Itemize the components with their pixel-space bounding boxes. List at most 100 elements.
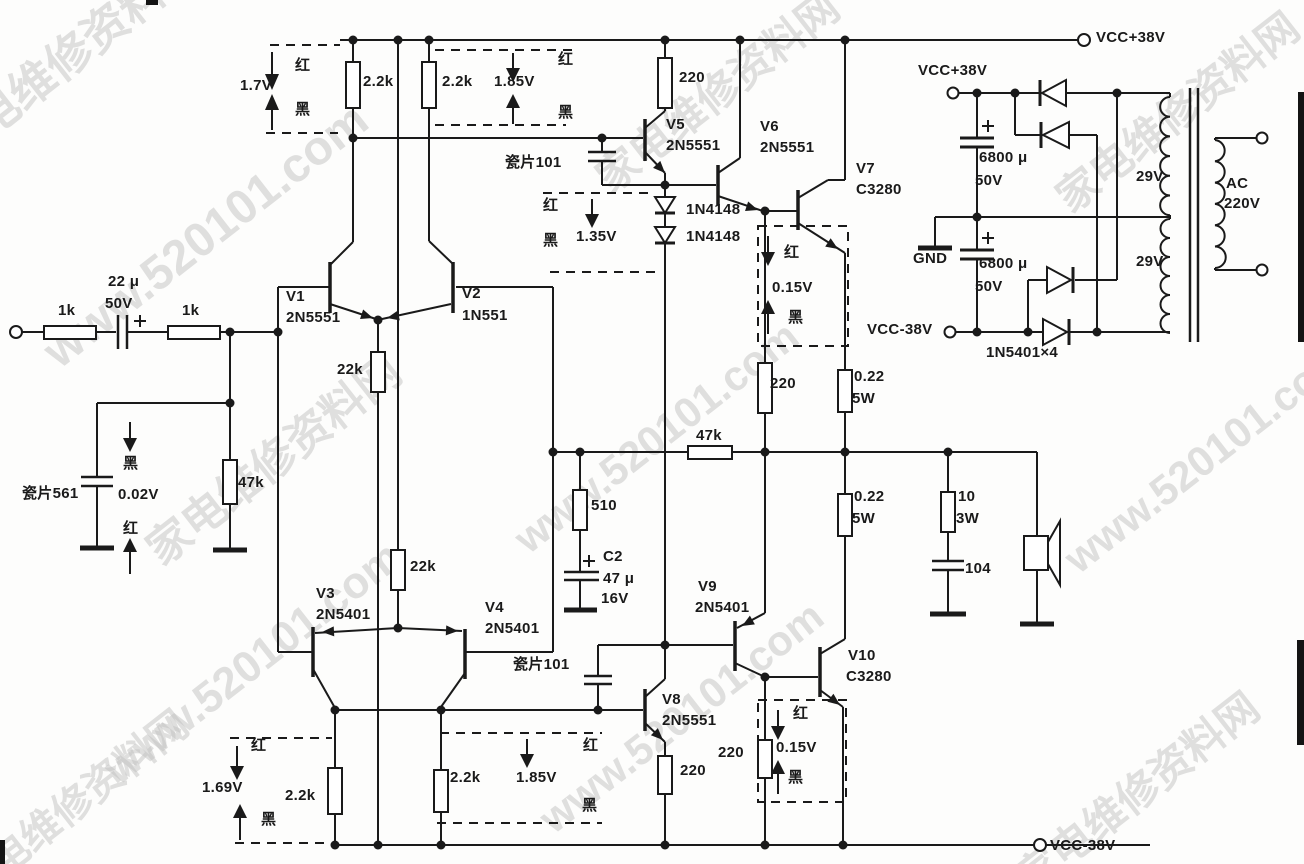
- input-network: [9, 315, 278, 553]
- r15-value: 220: [680, 762, 706, 779]
- meas2-black: 黑: [558, 104, 574, 121]
- diode2-part: 1N4148: [686, 228, 741, 245]
- measure-arrow-1p85v-bottom: [520, 739, 534, 768]
- v3-part: 2N5401: [316, 606, 371, 623]
- cap-input-volt: 50V: [105, 295, 133, 312]
- meas2-red: 红: [558, 51, 574, 68]
- speaker: [1020, 452, 1061, 627]
- vcc-pos-label-psu: VCC+38V: [918, 62, 988, 79]
- v6-ref: V6: [760, 118, 779, 135]
- meas6-black: 黑: [788, 769, 804, 786]
- transistor-v4: [397, 625, 553, 708]
- r12-watt: 5W: [852, 510, 876, 527]
- r13-value: 10: [958, 488, 976, 505]
- bias-diode-chain: [653, 185, 677, 645]
- r17-value: 2.2k: [285, 787, 316, 804]
- v2-ref: V2: [462, 285, 481, 302]
- measure-box-1p7v: [266, 44, 340, 134]
- transistor-v10: [818, 452, 853, 845]
- transistor-v6: [716, 40, 764, 212]
- xfmr-primary-ac: AC: [1226, 175, 1249, 192]
- r14-value: 22k: [410, 558, 436, 575]
- r5-value: 1k: [182, 302, 200, 319]
- junction-dots: [225, 35, 1122, 850]
- meas4-black: 黑: [788, 309, 804, 326]
- v1-ref: V1: [286, 288, 305, 305]
- xfmr-sec1-volt: 29V: [1136, 168, 1164, 185]
- meas8-red: 红: [583, 737, 599, 754]
- scan-artifact-bottom-left: [0, 840, 5, 864]
- rectifier-diode-1: [1038, 78, 1067, 108]
- r8-value: 0.22: [854, 368, 885, 385]
- v10-ref: V10: [848, 647, 876, 664]
- meas7-red: 红: [251, 737, 267, 754]
- cap-6800a-value: 6800 μ: [979, 149, 1028, 166]
- meas1-value: 1.7V: [240, 77, 273, 94]
- v5-part: 2N5551: [666, 137, 721, 154]
- meas4-value: 0.15V: [772, 279, 813, 296]
- rectifier-diode-2: [1014, 93, 1098, 332]
- diode1-part: 1N4148: [686, 201, 741, 218]
- meas5-value: 0.02V: [118, 486, 159, 503]
- bridge-diodes-part: 1N5401×4: [986, 344, 1059, 361]
- vcc-neg-label-psu: VCC-38V: [867, 321, 933, 338]
- measure-arrows-0p15v-bottom: [771, 710, 785, 794]
- cap-input-value: 22 μ: [108, 273, 140, 290]
- filter-cap-6800b: [960, 217, 994, 332]
- measure-box-0p15v-top: [757, 225, 849, 347]
- r9-value: 47k: [238, 474, 264, 491]
- cap-ceramic-101b: [584, 644, 665, 710]
- scan-artifact-right-strip: [1298, 92, 1304, 342]
- transistor-v8: [643, 645, 673, 845]
- meas6-red: 红: [793, 705, 809, 722]
- transistor-v3: [278, 626, 399, 709]
- v8-ref: V8: [662, 691, 681, 708]
- gnd-label: GND: [913, 250, 948, 267]
- v8-part: 2N5551: [662, 712, 717, 729]
- transistor-v9: [665, 452, 818, 845]
- v1-part: 2N5551: [286, 309, 341, 326]
- v5-ref: V5: [666, 116, 685, 133]
- meas1-black: 黑: [295, 101, 311, 118]
- meas5-red: 红: [123, 520, 139, 537]
- cap-6800a-volt: 50V: [975, 172, 1003, 189]
- r2-value: 2.2k: [442, 73, 473, 90]
- meas3-red: 红: [543, 197, 559, 214]
- v4-ref: V4: [485, 599, 504, 616]
- measure-arrows-1p85v-top: [506, 53, 520, 124]
- measure-arrows-1p7v: [265, 52, 279, 130]
- v10-part: C3280: [846, 668, 892, 685]
- meas6-value: 0.15V: [776, 739, 817, 756]
- lower-bias-network: [327, 709, 643, 845]
- measure-arrow-1p35v: [585, 199, 599, 228]
- v6-part: 2N5551: [760, 139, 815, 156]
- c2-ref: C2: [603, 548, 623, 565]
- transistor-v2: [381, 240, 553, 321]
- feedback-network: [564, 452, 599, 613]
- r4-value: 1k: [58, 302, 76, 319]
- top-rail: [340, 33, 1091, 47]
- measure-box-1p85v-top: [435, 49, 575, 126]
- measure-arrows-0p02v: [123, 422, 137, 574]
- cap-ceramic-101b-label: 瓷片101: [513, 656, 570, 673]
- psu-mid-line: [918, 216, 1170, 251]
- cap-ceramic-561-label: 瓷片561: [22, 485, 79, 502]
- meas7-value: 1.69V: [202, 779, 243, 796]
- scan-artifact-right-strip-2: [1297, 640, 1304, 745]
- zobel-network: [930, 452, 966, 617]
- transformer: [1159, 88, 1269, 342]
- meas5-black: 黑: [123, 455, 139, 472]
- v2-part: 1N551: [462, 307, 508, 324]
- resistor-220-v6emitter: [757, 211, 773, 452]
- meas3-value: 1.35V: [576, 228, 617, 245]
- meas8-value: 1.85V: [516, 769, 557, 786]
- r3-value: 220: [679, 69, 705, 86]
- v3-ref: V3: [316, 585, 335, 602]
- meas2-value: 1.85V: [494, 73, 535, 90]
- v4-part: 2N5401: [485, 620, 540, 637]
- c5-value: 104: [965, 560, 991, 577]
- cap-6800b-volt: 50V: [975, 278, 1003, 295]
- r1-value: 2.2k: [363, 73, 394, 90]
- r18-value: 2.2k: [450, 769, 481, 786]
- measure-box-1p85v-bottom: [437, 732, 602, 824]
